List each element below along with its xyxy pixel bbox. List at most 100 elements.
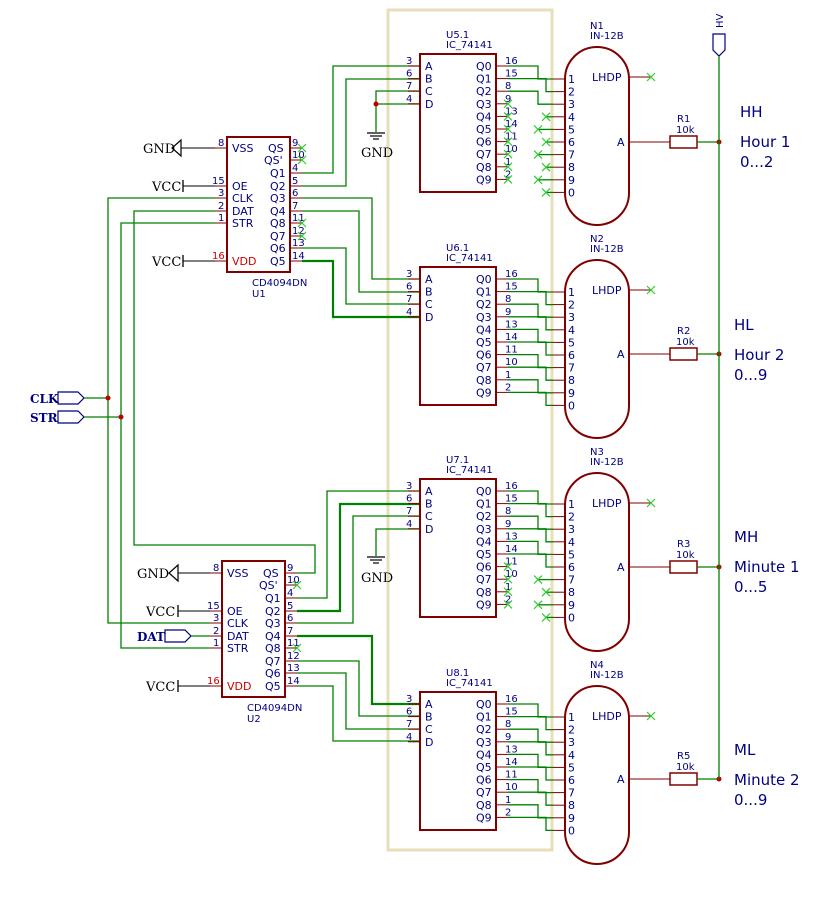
decoder-output-q3: Q3 <box>476 523 492 536</box>
u1-body <box>226 136 291 273</box>
no-connect-marker <box>503 174 513 184</box>
decoder-output-q0: Q0 <box>476 273 492 286</box>
decoder-input-num: 7 <box>406 506 412 517</box>
decoder-output-q2: Q2 <box>476 298 492 311</box>
decoder-output-num: 13 <box>505 744 518 755</box>
no-connect-marker <box>646 72 656 82</box>
tube-anode-label: A <box>617 773 625 786</box>
tube-cathode-4: 4 <box>568 324 575 337</box>
decoder-body <box>419 266 497 406</box>
decoder-output-q1: Q1 <box>476 286 492 299</box>
decoder-input-num: 3 <box>406 481 412 492</box>
decoder-output-q4: Q4 <box>476 323 492 336</box>
decoder-output-num: 9 <box>505 94 511 105</box>
tube-cathode-8: 8 <box>568 799 575 812</box>
decoder-input-num: 4 <box>406 94 412 105</box>
decoder-output-q6: Q6 <box>476 349 492 362</box>
decoder-output-num: 15 <box>505 707 518 718</box>
tube-body <box>564 259 630 439</box>
decoder-output-num: 9 <box>505 732 511 743</box>
u1-output-wiring: GND <box>302 65 420 319</box>
u2-num-7: 7 <box>287 626 293 637</box>
no-connect-marker <box>533 124 543 134</box>
decoder-output-num: 9 <box>505 307 511 318</box>
resistor-value: 10k <box>676 337 695 348</box>
junction-dot <box>118 414 124 420</box>
u2-pin-qsp: QS' <box>259 579 278 592</box>
decoder-output-num: 1 <box>505 157 511 168</box>
gnd-label-u1: GND <box>143 142 175 157</box>
dat-port <box>164 629 192 643</box>
decoder-to-tube-wiring <box>508 278 553 407</box>
decoder-output-num: 16 <box>505 56 518 67</box>
tube-cathode-5: 5 <box>568 761 575 774</box>
decoder-output-q5: Q5 <box>476 123 492 136</box>
decoder-input-b: B <box>425 286 433 299</box>
u2-pin-dat: DAT <box>227 630 249 643</box>
decoder-input-d: D <box>425 523 433 536</box>
decoder-output-num: 11 <box>505 345 518 356</box>
decoder-output-num: 10 <box>505 357 518 368</box>
gnd-label-u2: GND <box>137 567 169 582</box>
digit-labels: HH Hour 1 0...2 HL Hour 2 0...9 MH Minut… <box>734 103 800 809</box>
tube-value: IN-12B <box>590 244 624 255</box>
u2-num-15: 15 <box>207 601 220 612</box>
resistor-ref: R3 <box>677 539 690 550</box>
no-connect-marker <box>646 711 656 721</box>
u2-pin-q6: Q6 <box>265 667 281 680</box>
decoder-output-q8: Q8 <box>476 586 492 599</box>
tube-cathode-9: 9 <box>568 599 575 612</box>
u1-pin-q6: Q6 <box>270 242 286 255</box>
u2-num-1: 1 <box>213 638 219 649</box>
no-connect-markers <box>292 143 307 653</box>
u1-pin-dat: DAT <box>232 205 254 218</box>
junction-dot <box>105 395 111 401</box>
no-connect-marker <box>533 150 543 160</box>
u2-body <box>221 560 286 698</box>
tube-cathode-2: 2 <box>568 86 575 99</box>
digit-range-hl: 0...9 <box>734 366 767 384</box>
decoder-output-num: 8 <box>505 506 511 517</box>
tube-cathode-7: 7 <box>568 149 575 162</box>
digit-code-ml: ML <box>734 741 756 759</box>
power-symbols-left: GND VCC VCC GND VCC VCC <box>137 138 215 695</box>
decoder-output-num: 14 <box>505 544 518 555</box>
decoder-output-q4: Q4 <box>476 748 492 761</box>
decoder-output-num: 9 <box>505 519 511 530</box>
u2-pin-str: STR <box>227 642 249 655</box>
decoder-to-tube-wiring <box>503 65 553 197</box>
decoder-ref: U6.1 <box>446 243 469 254</box>
decoder-output-q7: Q7 <box>476 786 492 799</box>
u1-num-4: 4 <box>292 163 298 174</box>
u1-num-1: 1 <box>218 213 224 224</box>
decoder-output-num: 10 <box>505 569 518 580</box>
decoder-output-q8: Q8 <box>476 374 492 387</box>
tube-cathode-0: 0 <box>568 611 575 624</box>
u1-num-14: 14 <box>292 251 305 262</box>
tube-cathode-8: 8 <box>568 586 575 599</box>
u2-pin-q8: Q8 <box>265 642 281 655</box>
decoder-output-num: 2 <box>505 807 511 818</box>
decoder-input-num: 3 <box>406 56 412 67</box>
resistor-r3 <box>669 560 698 574</box>
tubes-layer: N1IN-12BLHDPAR110k1234567890N2IN-12BLHDP… <box>553 21 722 865</box>
u2-ref: U2 <box>247 714 261 725</box>
no-connect-marker <box>541 612 551 622</box>
tube-cathode-1: 1 <box>568 498 575 511</box>
u2-pin-clk: CLK <box>227 617 249 630</box>
decoder-input-num: 7 <box>406 81 412 92</box>
shift-register-u2: VSS OE CLK DAT STR VDD 8 15 3 2 1 16 QS … <box>207 560 302 725</box>
decoder-output-num: 10 <box>505 782 518 793</box>
decoder-output-num: 16 <box>505 269 518 280</box>
u2-num-10: 10 <box>287 575 300 586</box>
no-connect-marker <box>541 112 551 122</box>
tube-ref: N1 <box>590 21 604 32</box>
no-connect-marker <box>646 285 656 295</box>
decoder-output-q2: Q2 <box>476 85 492 98</box>
u2-pin-vss: VSS <box>227 567 249 580</box>
tube-cathode-3: 3 <box>568 98 575 111</box>
